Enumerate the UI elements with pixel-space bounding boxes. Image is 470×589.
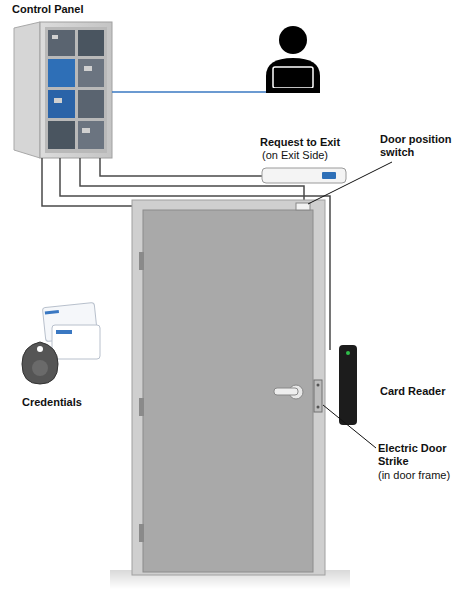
device-note: (in door frame) xyxy=(378,469,450,482)
credentials-illustration xyxy=(22,302,100,384)
request-to-exit-device xyxy=(262,168,346,183)
device-label: Card Reader xyxy=(380,385,445,398)
device-label: Request to Exit xyxy=(260,136,340,149)
leader-line xyxy=(323,405,376,448)
network-line xyxy=(112,91,276,93)
credentials-label: Credentials xyxy=(22,396,82,409)
door-position-switch xyxy=(296,203,310,210)
card-reader xyxy=(339,345,357,425)
device-label: Door position switch xyxy=(380,133,464,159)
device-note: (on Exit Side) xyxy=(262,149,328,162)
door xyxy=(132,200,325,575)
panel-label: Control Panel xyxy=(12,3,84,16)
leader-line xyxy=(308,162,392,204)
control-panel-cabinet xyxy=(14,22,112,158)
device-label: Electric Door Strike xyxy=(378,442,458,468)
operator-icon xyxy=(266,26,320,93)
electric-door-strike xyxy=(314,380,322,412)
